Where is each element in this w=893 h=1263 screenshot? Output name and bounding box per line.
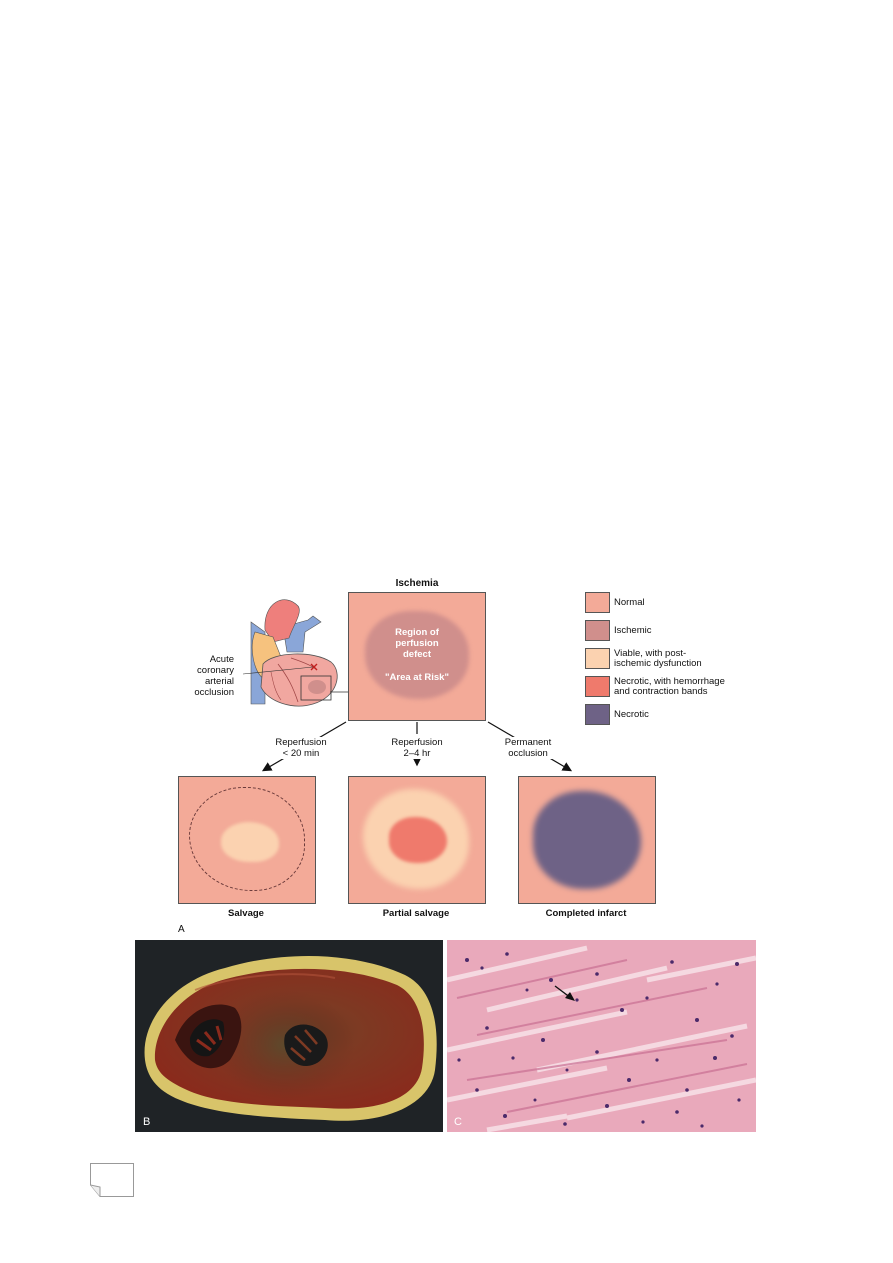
center-line2: perfusion: [395, 638, 439, 649]
salvage-box: [178, 776, 316, 904]
legend-swatch-necrotic: [585, 704, 610, 725]
arrow-label-middle: Reperfusion 2–4 hr: [385, 737, 449, 759]
heart-illustration: [242, 592, 358, 712]
area-at-risk-text: Region of perfusion defect "Area at Risk…: [349, 627, 485, 683]
arrow-left-line1: Reperfusion: [275, 737, 327, 748]
ischemic-region: [365, 611, 469, 699]
completed-infarct-box: [518, 776, 656, 904]
legend-label-viable: Viable, with post- ischemic dysfunction: [614, 648, 702, 669]
panel-b-label: B: [143, 1116, 151, 1128]
risk-area-outline: [189, 787, 305, 891]
histology-image: [447, 940, 756, 1132]
arrow-left-line2: < 20 min: [282, 748, 320, 759]
arrow-middle-line2: 2–4 hr: [403, 748, 431, 759]
legend-swatch-necrotic-hemorrhage: [585, 676, 610, 697]
area-at-risk-box: Region of perfusion defect "Area at Risk…: [348, 592, 486, 721]
inset-connector: [330, 691, 348, 693]
legend-swatch-normal: [585, 592, 610, 613]
heart-slice-image: [144, 955, 437, 1121]
legend-swatch-ischemic: [585, 620, 610, 641]
outcome-completed-infarct: Completed infarct: [545, 908, 627, 919]
gross-heart-photo: B: [135, 940, 443, 1132]
outcome-salvage: Salvage: [228, 908, 264, 919]
heart-caption-line3: arterial: [204, 676, 234, 687]
heart-caption-line4: occlusion: [194, 687, 234, 698]
heart-caption-line2: coronary: [197, 665, 234, 676]
necrotic-region: [533, 791, 641, 889]
heart-drawing: [242, 599, 338, 707]
outcome-partial-salvage: Partial salvage: [382, 908, 450, 919]
legend-label-necrotic-hemorrhage: Necrotic, with hemorrhage and contractio…: [614, 676, 725, 697]
viable-region: [221, 822, 279, 862]
legend-label-ischemic: Ischemic: [614, 625, 652, 636]
panel-a-label: A: [178, 924, 185, 935]
center-line1: Region of: [395, 627, 439, 638]
heart-caption-line1: Acute: [209, 654, 234, 665]
necrotic-hemorrhage-core: [389, 817, 447, 863]
arrow-middle-line1: Reperfusion: [391, 737, 443, 748]
arrow-right-line1: Permanent: [504, 737, 552, 748]
legend-swatch-viable: [585, 648, 610, 669]
arrow-right-line2: occlusion: [508, 748, 548, 759]
arrow-label-right: Permanent occlusion: [496, 737, 560, 759]
legend-label-normal: Normal: [614, 597, 645, 608]
legend: Normal Ischemic Viable, with post- ische…: [585, 592, 775, 725]
page-corner-icon: [90, 1163, 134, 1197]
partial-salvage-box: [348, 776, 486, 904]
histology-photo: C: [447, 940, 756, 1132]
center-line4: "Area at Risk": [385, 672, 449, 683]
legend-label-necrotic: Necrotic: [614, 709, 649, 720]
ischemia-title: Ischemia: [395, 578, 439, 589]
arrow-label-left: Reperfusion < 20 min: [270, 737, 332, 759]
center-line3: defect: [403, 649, 431, 660]
panel-c-label: C: [454, 1116, 462, 1128]
heart-caption: Acute coronary arterial occlusion: [178, 654, 234, 698]
